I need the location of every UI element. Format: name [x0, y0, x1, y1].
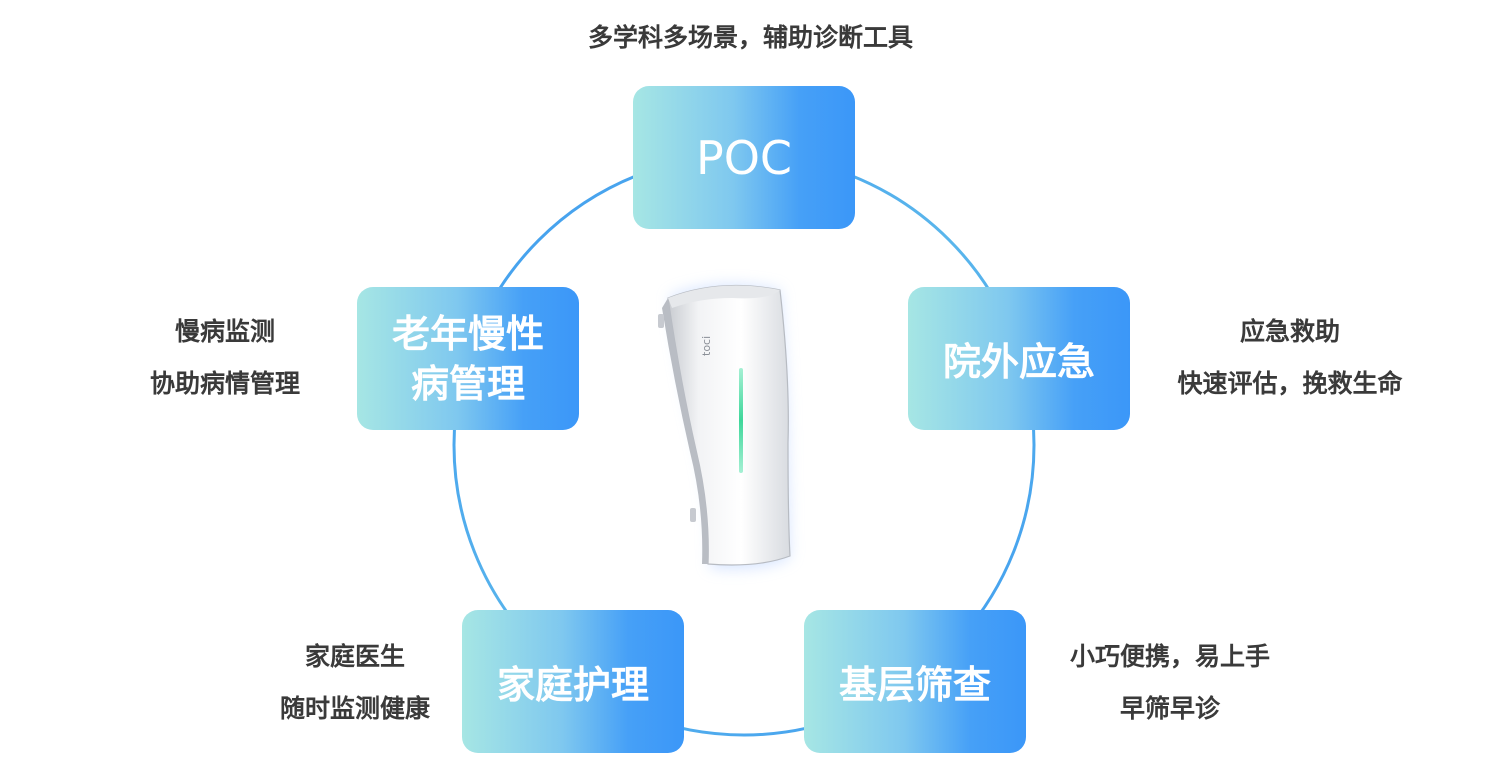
- node-screening-label: 基层筛查: [838, 663, 991, 707]
- chronic-care-description: 慢病监测 协助病情管理: [115, 306, 335, 410]
- node-chronic-label-line-2: 病管理: [410, 361, 525, 406]
- chronic-desc-line-2: 协助病情管理: [149, 369, 300, 398]
- emergency-description: 应急救助 快速评估，挽救生命: [1140, 306, 1440, 410]
- ultrasound-device-image: toci: [658, 284, 791, 570]
- node-emergency-label: 院外应急: [942, 340, 1095, 384]
- node-poc: POC: [633, 86, 855, 229]
- screening-desc-line-1: 小巧便携，易上手: [1069, 642, 1270, 671]
- node-chronic-label-line-1: 老年慢性: [391, 311, 544, 356]
- chronic-desc-line-1: 慢病监测: [174, 317, 275, 346]
- screening-description: 小巧便携，易上手 早筛早诊: [1035, 631, 1305, 735]
- device-brand-mark: toci: [700, 336, 713, 356]
- device-body: [667, 284, 791, 566]
- node-chronic-care: 老年慢性 病管理: [357, 287, 579, 430]
- node-home-care-label: 家庭护理: [496, 663, 649, 707]
- home-care-desc-line-1: 家庭医生: [304, 642, 405, 671]
- device-led-strip: [739, 368, 743, 473]
- node-emergency: 院外应急: [908, 287, 1130, 430]
- node-home-care: 家庭护理: [462, 610, 684, 753]
- node-screening: 基层筛查: [804, 610, 1026, 753]
- home-care-desc-line-2: 随时监测健康: [279, 694, 430, 723]
- page-title: 多学科多场景，辅助诊断工具: [587, 23, 913, 52]
- node-poc-label: POC: [695, 130, 793, 185]
- emergency-desc-line-1: 应急救助: [1239, 317, 1340, 346]
- emergency-desc-line-2: 快速评估，挽救生命: [1177, 369, 1403, 398]
- screening-desc-line-2: 早筛早诊: [1119, 694, 1220, 723]
- home-care-description: 家庭医生 随时监测健康: [235, 631, 475, 735]
